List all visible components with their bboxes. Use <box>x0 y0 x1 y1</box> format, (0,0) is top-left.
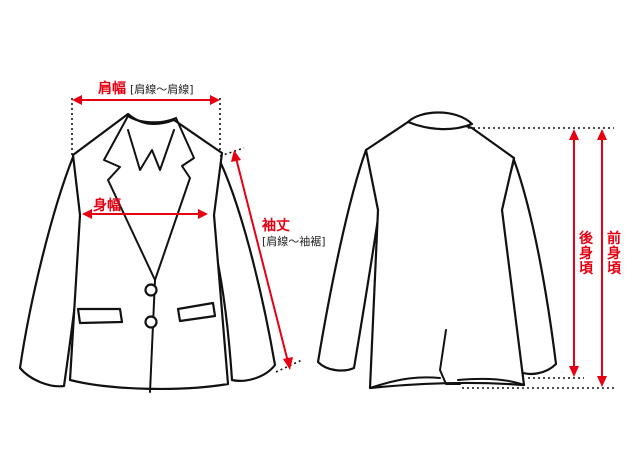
shoulder-note: [肩線～肩線] <box>130 82 194 96</box>
back-length-label-3: 頃 <box>579 261 594 277</box>
back-length-label-2: 身 <box>579 245 593 262</box>
back-left-sleeve <box>316 148 382 372</box>
front-button-2 <box>144 315 158 329</box>
front-lapel-notch <box>127 129 175 171</box>
guide-lines <box>71 98 614 389</box>
front-length-arrow <box>597 129 607 387</box>
front-center-opening <box>149 279 156 393</box>
jacket-back <box>316 111 558 390</box>
front-length-label-1: 前 <box>607 230 621 247</box>
sleeve-guide-top <box>219 147 245 157</box>
front-left-pocket <box>76 307 124 325</box>
body-width-arrow <box>82 209 208 219</box>
shoulder-arrow <box>72 95 220 105</box>
back-vent <box>439 329 461 385</box>
front-length-label-2: 身 <box>607 245 621 262</box>
sleeve-arrow <box>231 150 293 370</box>
back-hem <box>369 376 525 389</box>
front-length-label-3: 頃 <box>607 261 622 277</box>
sleeve-label: 袖丈 <box>262 217 290 234</box>
front-right-pocket <box>176 301 217 323</box>
front-button-1 <box>144 283 158 297</box>
back-collar <box>406 111 474 131</box>
sleeve-note: [肩線～袖裾] <box>262 234 326 248</box>
front-back-neck <box>127 115 177 124</box>
back-length-label-1: 後 <box>579 230 594 247</box>
back-body <box>364 119 526 390</box>
body-width-label: 身幅 <box>93 197 121 214</box>
front-right-lapel <box>154 117 195 281</box>
shoulder-label: 肩幅 <box>98 80 126 97</box>
back-length-arrow <box>569 129 579 377</box>
jacket-front <box>18 112 277 393</box>
